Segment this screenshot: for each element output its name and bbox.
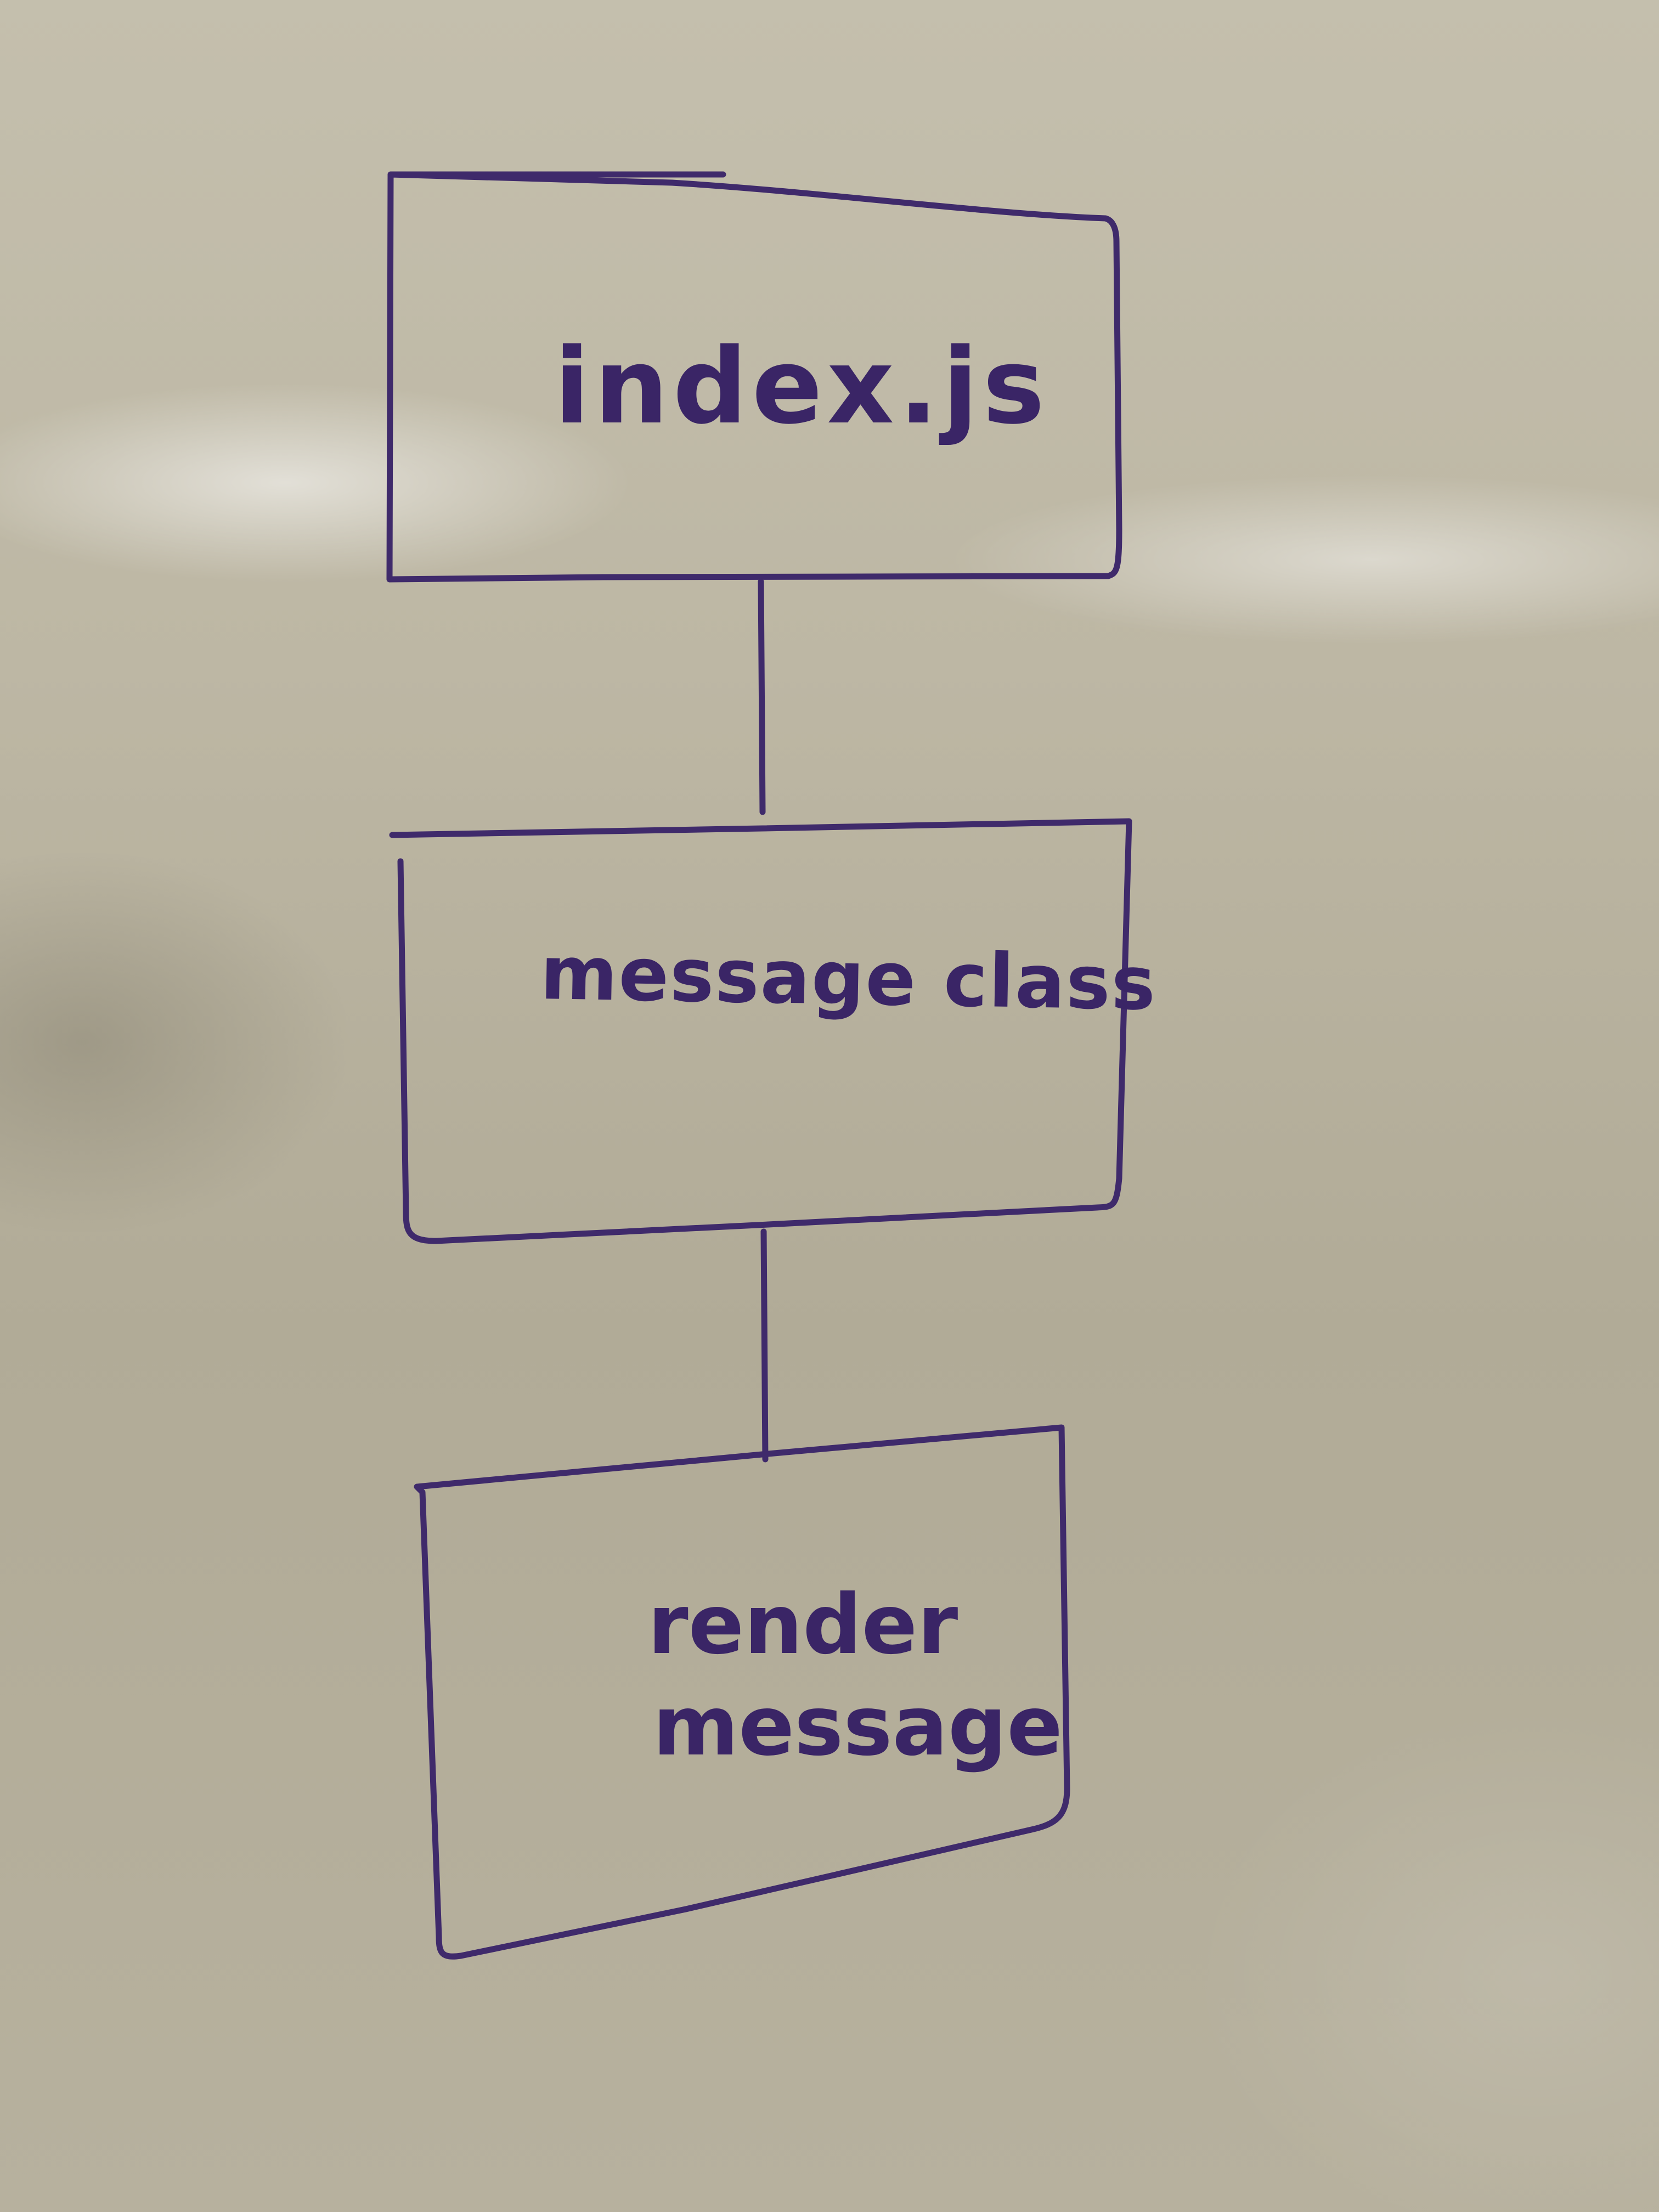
edge-message-class-to-render-message bbox=[760, 1228, 769, 1463]
node-label-render-message: render message bbox=[543, 1580, 1063, 1772]
node-label-message-line: message bbox=[653, 1679, 1063, 1774]
node-label-message-class: message class bbox=[539, 930, 1158, 1027]
node-label-index: index.js bbox=[554, 326, 1049, 447]
box-render-message bbox=[414, 1424, 1070, 1960]
box-message-class bbox=[389, 818, 1132, 1244]
box-index bbox=[386, 171, 1122, 583]
edge-index-to-message-class bbox=[758, 578, 766, 815]
node-label-render-line: render bbox=[647, 1577, 958, 1673]
